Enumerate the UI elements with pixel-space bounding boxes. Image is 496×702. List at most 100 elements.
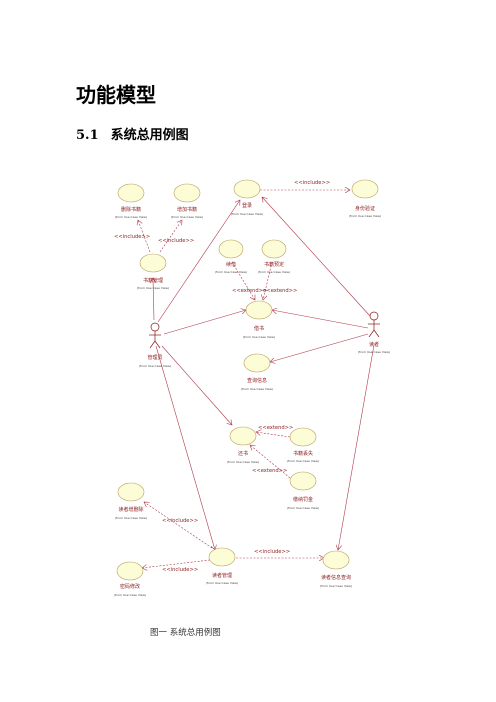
use-case-ellipse <box>117 183 145 203</box>
rel-damage-return <box>256 432 291 438</box>
use-case-stereotype: (from Use Case View) <box>114 593 146 597</box>
actor-leg-left <box>368 329 375 338</box>
use-case-ellipse <box>245 300 273 320</box>
actor-leg-right <box>154 340 161 349</box>
use-case-ellipse <box>233 179 261 199</box>
use-case-delete-book: 删除书籍 (from Use Case View) <box>115 183 147 219</box>
use-case-label: 书籍预定 <box>264 261 284 268</box>
use-case-label: 增加书籍 <box>177 206 197 213</box>
rel-admin-book-mgmt <box>153 278 154 321</box>
actor-head <box>150 322 160 332</box>
rel-reader-info-query <box>338 344 375 550</box>
use-case-ellipse <box>229 426 257 446</box>
use-case-renew: 续借 (from Use Case View) <box>215 239 247 274</box>
use-case-book-damage: 书籍丢失 (from Use Case View) <box>287 427 319 463</box>
use-case-book-reserve: 书籍预定 (from Use Case View) <box>258 239 290 274</box>
use-case-stereotype: (from Use Case View) <box>243 335 275 339</box>
use-case-stereotype: (from Use Case View) <box>137 286 169 290</box>
use-case-ellipse <box>218 239 244 259</box>
label-include-info-query: <<include>> <box>254 549 290 555</box>
label-include-identity: <<include>> <box>294 180 330 186</box>
rel-book-mgmt-add <box>159 220 182 253</box>
rel-fine-return <box>250 445 291 479</box>
use-case-label: 密码修改 <box>120 583 140 590</box>
use-case-reader-mgmt: 读者管理 (from Use Case View) <box>206 547 238 585</box>
use-case-label: 缴纳罚金 <box>293 496 313 503</box>
rel-reader-login <box>262 197 371 317</box>
use-case-stereotype: (from Use Case View) <box>258 270 290 274</box>
use-case-ellipse <box>289 471 317 491</box>
rel-admin-return <box>161 345 232 425</box>
use-case-stereotype: (from Use Case View) <box>171 215 203 219</box>
use-case-ellipse <box>117 482 145 502</box>
use-case-borrow: 借书 (from Use Case View) <box>243 300 275 339</box>
rel-reserve-borrow <box>263 261 273 300</box>
section-heading: 5.1 系统总用例图 <box>76 124 189 143</box>
use-case-stereotype: (from Use Case View) <box>206 581 238 585</box>
use-case-ellipse <box>243 353 271 373</box>
rel-reader-mgmt-modify <box>142 559 211 568</box>
use-case-reader-info-query: 读者信息查询 (from Use Case View) <box>320 550 352 588</box>
use-case-label: 书籍丢失 <box>293 450 313 457</box>
use-case-ellipse <box>261 239 287 259</box>
actor-label: 读者 <box>369 341 379 348</box>
rel-admin-borrow <box>163 310 246 335</box>
use-case-login: 登录 (from Use Case View) <box>231 179 263 216</box>
use-case-modify-info: 密码修改 (from Use Case View) <box>114 561 146 597</box>
rel-reader-mgmt-add-delete <box>144 502 213 549</box>
use-case-stereotype: (from Use Case View) <box>287 506 319 510</box>
use-case-ellipse <box>139 253 167 273</box>
section-number: 5.1 <box>76 128 99 143</box>
figure-caption: 图一 系统总用例图 <box>150 628 221 638</box>
actor-admin: 管理员 (from Use Case View) <box>139 322 171 368</box>
document-title: 功能模型 <box>76 83 156 107</box>
use-case-label: 登录 <box>242 202 252 209</box>
use-case-ellipse <box>289 427 317 447</box>
label-include-add: <<include>> <box>158 238 194 244</box>
actor-leg-right <box>373 329 380 338</box>
use-case-stereotype: (from Use Case View) <box>287 459 319 463</box>
label-extend-reserve: <<extend>> <box>262 288 297 294</box>
use-case-reader-add-delete: 读者增删除 (from Use Case View) <box>115 482 147 520</box>
use-case-label: 书籍管理 <box>143 277 163 284</box>
use-case-pay-fine: 缴纳罚金 (from Use Case View) <box>287 471 319 510</box>
label-extend-fine: <<extend>> <box>252 468 287 474</box>
use-case-stereotype: (from Use Case View) <box>115 215 147 219</box>
use-case-ellipse <box>173 183 201 203</box>
actor-stereotype: (from Use Case View) <box>358 350 390 354</box>
use-case-stereotype: (from Use Case View) <box>227 460 259 464</box>
use-case-stereotype: (from Use Case View) <box>115 516 147 520</box>
label-include-add-delete: <<include>> <box>162 518 198 524</box>
rel-renew-borrow <box>231 261 255 300</box>
use-case-ellipse <box>208 547 236 567</box>
actor-stereotype: (from Use Case View) <box>139 364 171 368</box>
actor-leg-left <box>149 340 156 349</box>
section-title: 系统总用例图 <box>110 128 189 143</box>
label-include-delete: <<include>> <box>114 234 150 240</box>
rel-admin-login <box>157 200 240 323</box>
use-case-return-book: 还书 (from Use Case View) <box>227 426 259 464</box>
label-extend-damage: <<extend>> <box>258 425 293 431</box>
use-case-ellipse <box>351 179 379 199</box>
use-case-label: 借书 <box>254 325 264 332</box>
use-case-stereotype: (from Use Case View) <box>320 584 352 588</box>
rel-book-mgmt-delete <box>138 220 151 253</box>
use-case-label: 读者增删除 <box>118 506 143 513</box>
rel-admin-reader-mgmt <box>155 345 215 550</box>
label-include-modify: <<include>> <box>162 567 198 573</box>
use-case-stereotype: (from Use Case View) <box>231 212 263 216</box>
use-case-stereotype: (from Use Case View) <box>241 387 273 391</box>
use-case-label: 身份验证 <box>355 205 375 212</box>
use-case-label: 删除书籍 <box>121 206 141 213</box>
rel-reader-borrow <box>272 310 369 329</box>
use-case-ellipse <box>116 561 144 581</box>
relationship-labels: <<include>> <<include>> <<include>> <<ex… <box>114 180 330 573</box>
use-case-label: 续借 <box>226 261 236 268</box>
use-case-add-book: 增加书籍 (from Use Case View) <box>171 183 203 219</box>
use-case-identity-verify: 身份验证 (from Use Case View) <box>349 179 381 218</box>
use-case-stereotype: (from Use Case View) <box>215 270 247 274</box>
use-case-label: 读者信息查询 <box>321 574 351 581</box>
relationships <box>138 190 375 568</box>
rel-reader-query <box>270 333 369 362</box>
